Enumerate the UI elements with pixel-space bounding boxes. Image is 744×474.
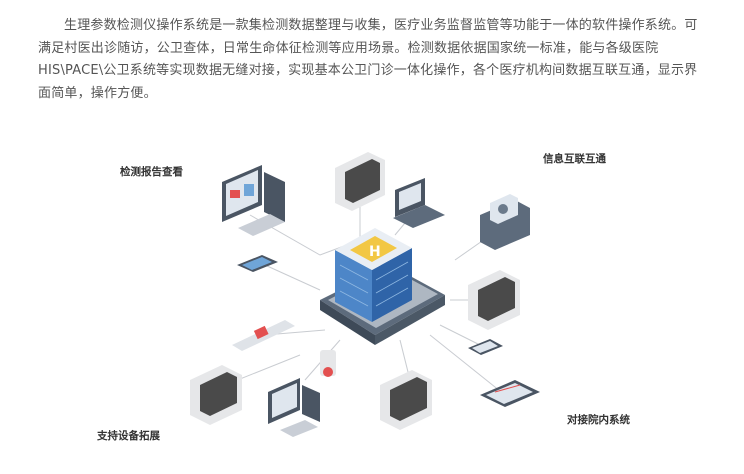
smartphone-icon-left — [237, 255, 278, 272]
svg-text:H: H — [369, 244, 381, 260]
desktop-computer-icon-bottom — [268, 378, 320, 437]
intro-paragraph: 生理参数检测仪操作系统是一款集检测数据整理与收集，医疗业务监督监管等功能于一体的… — [38, 18, 698, 101]
wristband-icon — [232, 320, 295, 351]
tablet-icon — [480, 380, 540, 407]
hospital-building-icon: H — [320, 228, 445, 345]
monitor-device-icon-bottom — [380, 370, 432, 430]
ultrasound-device-icon — [480, 194, 530, 250]
label-report-view: 检测报告查看 — [120, 166, 183, 178]
desktop-computer-icon — [222, 165, 285, 236]
monitor-device-icon-top — [335, 152, 385, 211]
laptop-icon — [393, 178, 445, 228]
smartphone-icon-right — [468, 339, 503, 355]
monitor-device-icon-right — [468, 270, 520, 330]
label-hospital-system-docking: 对接院内系统 — [567, 414, 630, 426]
monitor-device-icon-left — [190, 365, 242, 425]
label-device-expansion: 支持设备拓展 — [97, 430, 160, 442]
sensor-device-icon — [320, 350, 336, 377]
label-interconnection: 信息互联互通 — [543, 153, 606, 165]
